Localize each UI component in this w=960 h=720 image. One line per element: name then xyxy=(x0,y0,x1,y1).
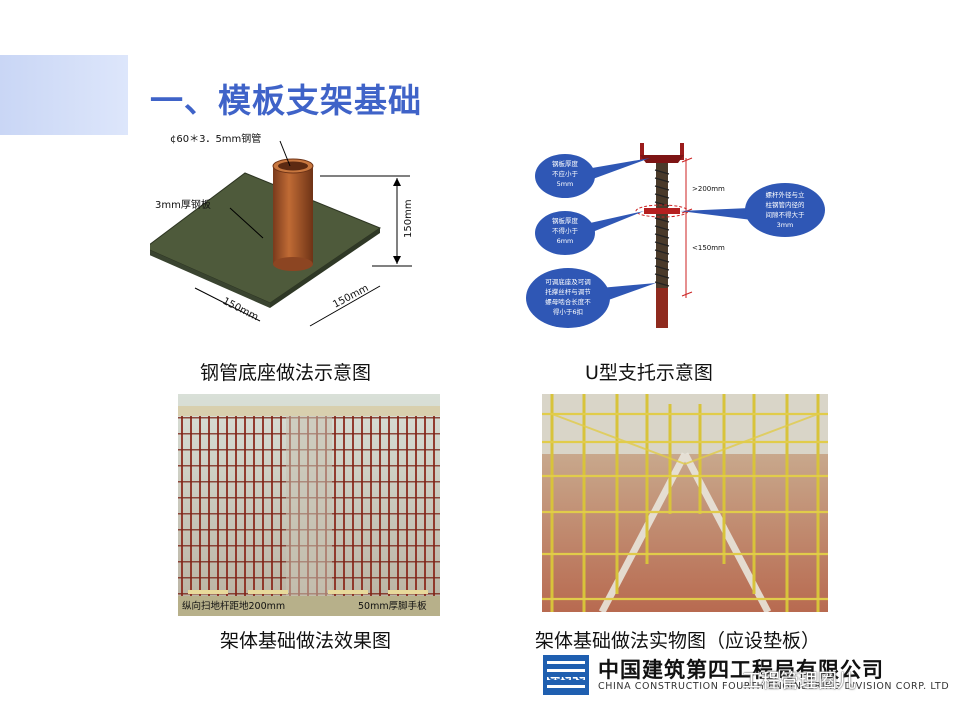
dim-top-label: >200mm xyxy=(692,185,725,193)
bubble4-line1: 螺杆外径与立 xyxy=(766,190,806,199)
company-name-cn: 中国建筑第四工程局有限公司 xyxy=(598,658,884,682)
bubble2-line2: 不得小于 xyxy=(552,226,579,235)
height-dim-label: 150mm xyxy=(403,199,414,238)
watermark: 工程管理圈儿 xyxy=(742,670,857,692)
scaffold-render-image: 纵向扫地杆距地200mm 50mm厚脚手板 xyxy=(178,394,440,616)
plate-label: 3mm厚钢板 xyxy=(155,198,211,211)
title-accent-bar xyxy=(0,55,128,135)
bubble4-line2: 柱钢管内径的 xyxy=(766,200,806,209)
bubble3-line4: 得小于6扣 xyxy=(553,307,583,316)
caption-scaffold-photo: 架体基础做法实物图（应设垫板） xyxy=(535,630,821,652)
dim-bottom-label: <150mm xyxy=(692,244,725,252)
cscec-logo-icon: CSCEC xyxy=(543,655,589,695)
bubble2-line3: 6mm xyxy=(557,237,574,245)
bubble1-line3: 5mm xyxy=(557,180,574,188)
bubble3-line2: 托撑丝杆与调节 xyxy=(545,287,591,296)
caption-pipe-base: 钢管底座做法示意图 xyxy=(200,362,372,384)
logo-text: CSCEC xyxy=(548,672,584,683)
bubble2-line1: 钢板厚度 xyxy=(552,216,579,225)
bubble3-line3: 螺母啮合长度不 xyxy=(545,297,591,306)
caption-u-support: U型支托示意图 xyxy=(585,362,713,384)
company-name-en: CHINA CONSTRUCTION FOURTH ENGINEERING DI… xyxy=(598,681,950,692)
u-support-diagram: >200mm <150mm 钢板厚度 不应小于 5mm 钢板厚度 不得小于 6m… xyxy=(526,143,825,328)
caption-scaffold-render: 架体基础做法效果图 xyxy=(220,630,392,652)
scaffold-photo xyxy=(542,394,828,612)
bubble4-line3: 间隙不得大于 xyxy=(766,210,806,219)
width-dim-label-right: 150mm xyxy=(331,283,370,311)
bubble4-line4: 3mm xyxy=(777,221,794,229)
scaffold-label-left: 纵向扫地杆距地200mm xyxy=(182,600,285,612)
bubble3-line1: 可调底座及可调 xyxy=(545,277,591,286)
bubble1-line2: 不应小于 xyxy=(552,169,579,178)
pipe-spec-label: ¢60＊3．5mm钢管 xyxy=(170,132,261,145)
scaffold-label-right: 50mm厚脚手板 xyxy=(358,600,427,612)
slide-title: 一、模板支架基础 xyxy=(150,81,422,120)
bubble1-line1: 钢板厚度 xyxy=(552,159,579,168)
pipe-base-diagram: ¢60＊3．5mm钢管 3mm厚钢板 150mm 150mm 150mm xyxy=(150,132,414,327)
